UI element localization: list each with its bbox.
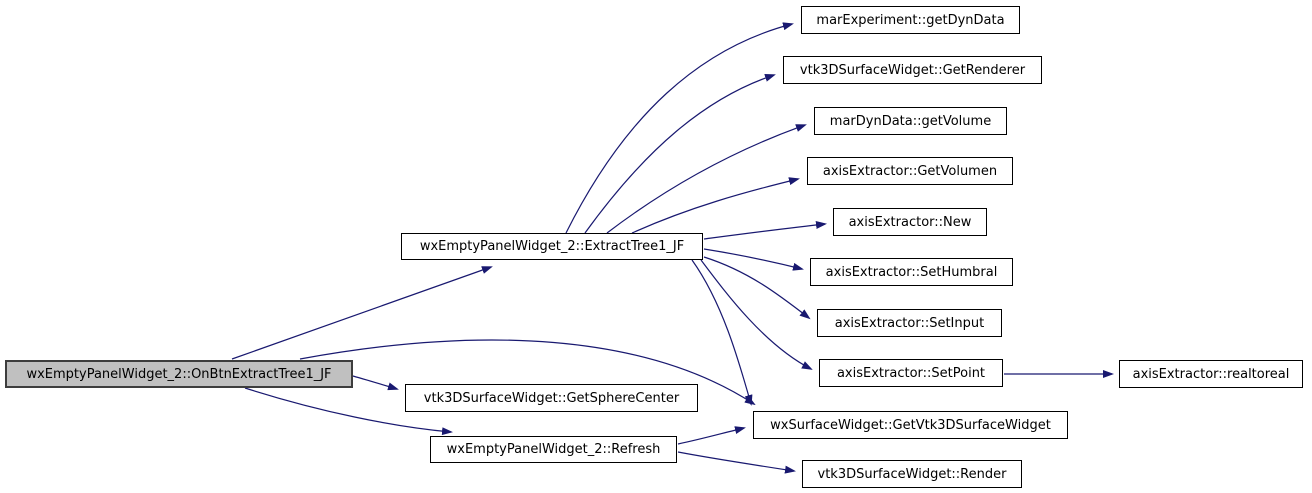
node-getrenderer[interactable]: vtk3DSurfaceWidget::GetRenderer [783, 56, 1042, 84]
edge-extracttree-to-getvolumen [631, 177, 800, 234]
edge-onbtn-to-extracttree [231, 266, 493, 360]
edge-extracttree-to-getvtk3dsurfacewidget [691, 259, 753, 406]
node-getvolume[interactable]: marDynData::getVolume [814, 107, 1007, 135]
edge-onbtn-to-getvtk3dsurfacewidget [299, 339, 756, 406]
edge-extracttree-to-setinput [703, 256, 811, 320]
edge-extracttree-to-new [703, 220, 827, 240]
node-setinput[interactable]: axisExtractor::SetInput [817, 309, 1002, 337]
node-refresh[interactable]: wxEmptyPanelWidget_2::Refresh [430, 436, 677, 463]
node-realtoreal[interactable]: axisExtractor::realtoreal [1119, 360, 1303, 388]
node-onbtn-extracttree1-jf: wxEmptyPanelWidget_2::OnBtnExtractTree1_… [5, 360, 353, 388]
edge-onbtn-to-getspherecenter [352, 375, 399, 391]
edge-onbtn-to-refresh [244, 387, 453, 436]
node-render[interactable]: vtk3DSurfaceWidget::Render [802, 460, 1022, 488]
node-getdyndata[interactable]: marExperiment::getDynData [801, 6, 1020, 34]
node-new[interactable]: axisExtractor::New [833, 208, 987, 236]
edge-refresh-to-getvtk3dsurfacewidget [677, 426, 746, 445]
node-getvolumen[interactable]: axisExtractor::GetVolumen [807, 157, 1013, 185]
node-setpoint[interactable]: axisExtractor::SetPoint [819, 359, 1003, 387]
node-getspherecenter[interactable]: vtk3DSurfaceWidget::GetSphereCenter [405, 384, 698, 412]
node-getvtk3dsurfacewidget[interactable]: wxSurfaceWidget::GetVtk3DSurfaceWidget [753, 411, 1068, 439]
node-sethumbral[interactable]: axisExtractor::SetHumbral [810, 258, 1013, 286]
edge-extracttree-to-setpoint [700, 259, 813, 370]
edge-extracttree-to-getrenderer [584, 74, 776, 234]
node-extracttree1-jf[interactable]: wxEmptyPanelWidget_2::ExtractTree1_JF [401, 233, 703, 260]
edge-extracttree-to-getvolume [606, 124, 807, 234]
edge-refresh-to-render [677, 451, 796, 474]
edge-extracttree-to-getdyndata [565, 22, 794, 234]
edge-extracttree-to-sethumbral [703, 248, 804, 271]
